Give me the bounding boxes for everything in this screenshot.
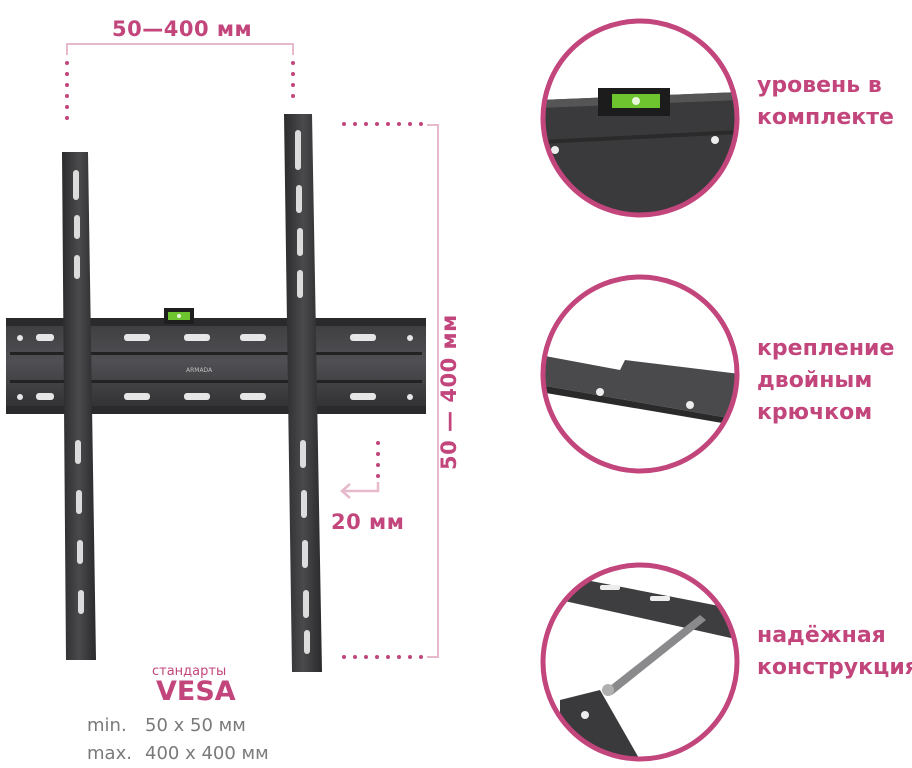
vesa-title: VESA: [156, 676, 236, 707]
feature-line: двойным: [757, 368, 873, 393]
detail-circle-hook: [540, 274, 740, 474]
vesa-min-row: min. 50 x 50 мм: [87, 715, 246, 736]
arrow-left-icon: [340, 441, 380, 499]
feature-hook-caption: крепление двойным крючком: [757, 333, 907, 429]
feature-line: уровень в: [757, 73, 882, 98]
vesa-max-key: max.: [87, 743, 132, 764]
dimension-horizontal-label: 50—400 мм: [112, 17, 253, 41]
dimension-offset-label: 20 мм: [331, 510, 405, 534]
vesa-max-row: max. 400 x 400 мм: [87, 743, 269, 764]
feature-line: крючком: [757, 400, 873, 425]
vesa-caption: стандарты: [152, 664, 227, 679]
vesa-min-value: 50 x 50 мм: [145, 715, 246, 736]
spirit-level: [164, 308, 194, 324]
feature-line: конструкция: [757, 655, 912, 680]
vesa-min-key: min.: [87, 715, 127, 736]
brand-plate: ARMADA: [186, 367, 213, 374]
right-vertical-arm: [284, 114, 322, 672]
dimension-right-line: [342, 122, 439, 659]
dimension-top-line: [65, 43, 295, 120]
left-vertical-arm: [62, 152, 96, 660]
vesa-max-value: 400 x 400 мм: [145, 743, 269, 764]
dimension-vertical-label: 50 — 400 мм: [437, 314, 461, 470]
feature-line: комплекте: [757, 105, 894, 130]
detail-circle-level: [540, 18, 740, 218]
feature-construction-caption: надёжная конструкция: [757, 620, 912, 684]
detail-circle-construction: [540, 562, 740, 762]
feature-level-caption: уровень в комплекте: [757, 70, 907, 134]
feature-line: крепление: [757, 336, 895, 361]
feature-line: надёжная: [757, 623, 886, 648]
